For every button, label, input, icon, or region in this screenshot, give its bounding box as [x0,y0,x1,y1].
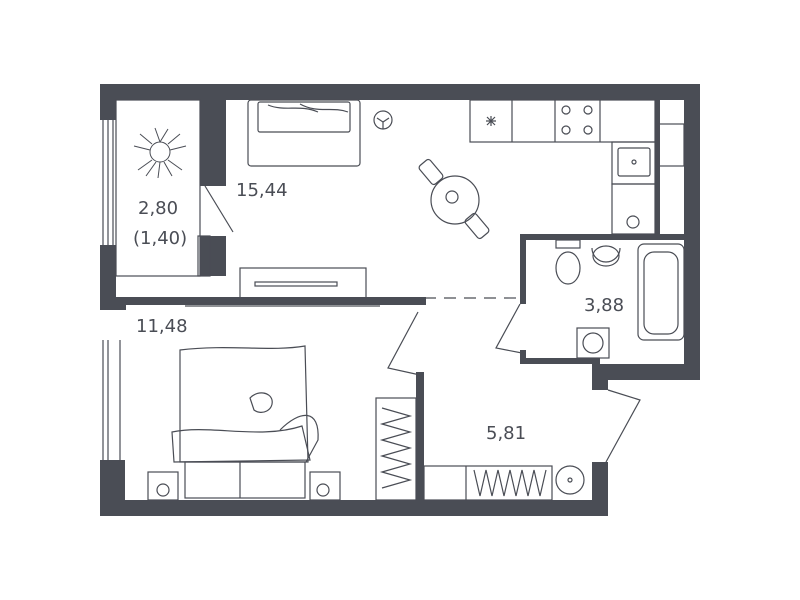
windows [102,120,380,462]
bathroom-fixtures [555,239,685,359]
tv-stand [239,267,367,299]
outer-walls [100,84,700,516]
balcony-reduced-area-label: (1,40) [133,228,188,249]
bathroom-area-label: 3,88 [584,295,625,316]
hallway-area-label: 5,81 [486,423,527,444]
steering-wheel-icon [373,110,393,130]
balcony-area-label: 2,80 [138,198,179,219]
balcony-room [115,99,211,277]
bedroom-nightstands [147,471,341,501]
living-kitchen-area-label: 15,44 [236,180,288,201]
interior-walls [100,100,686,502]
wardrobes [375,397,585,501]
dining-table [418,158,490,240]
kitchen-counter [469,99,685,235]
bedroom-area-label: 11,48 [136,316,188,337]
plant-icon [133,127,187,179]
bedroom-bed [171,345,319,499]
living-sofa [247,99,361,167]
doors [204,185,641,463]
